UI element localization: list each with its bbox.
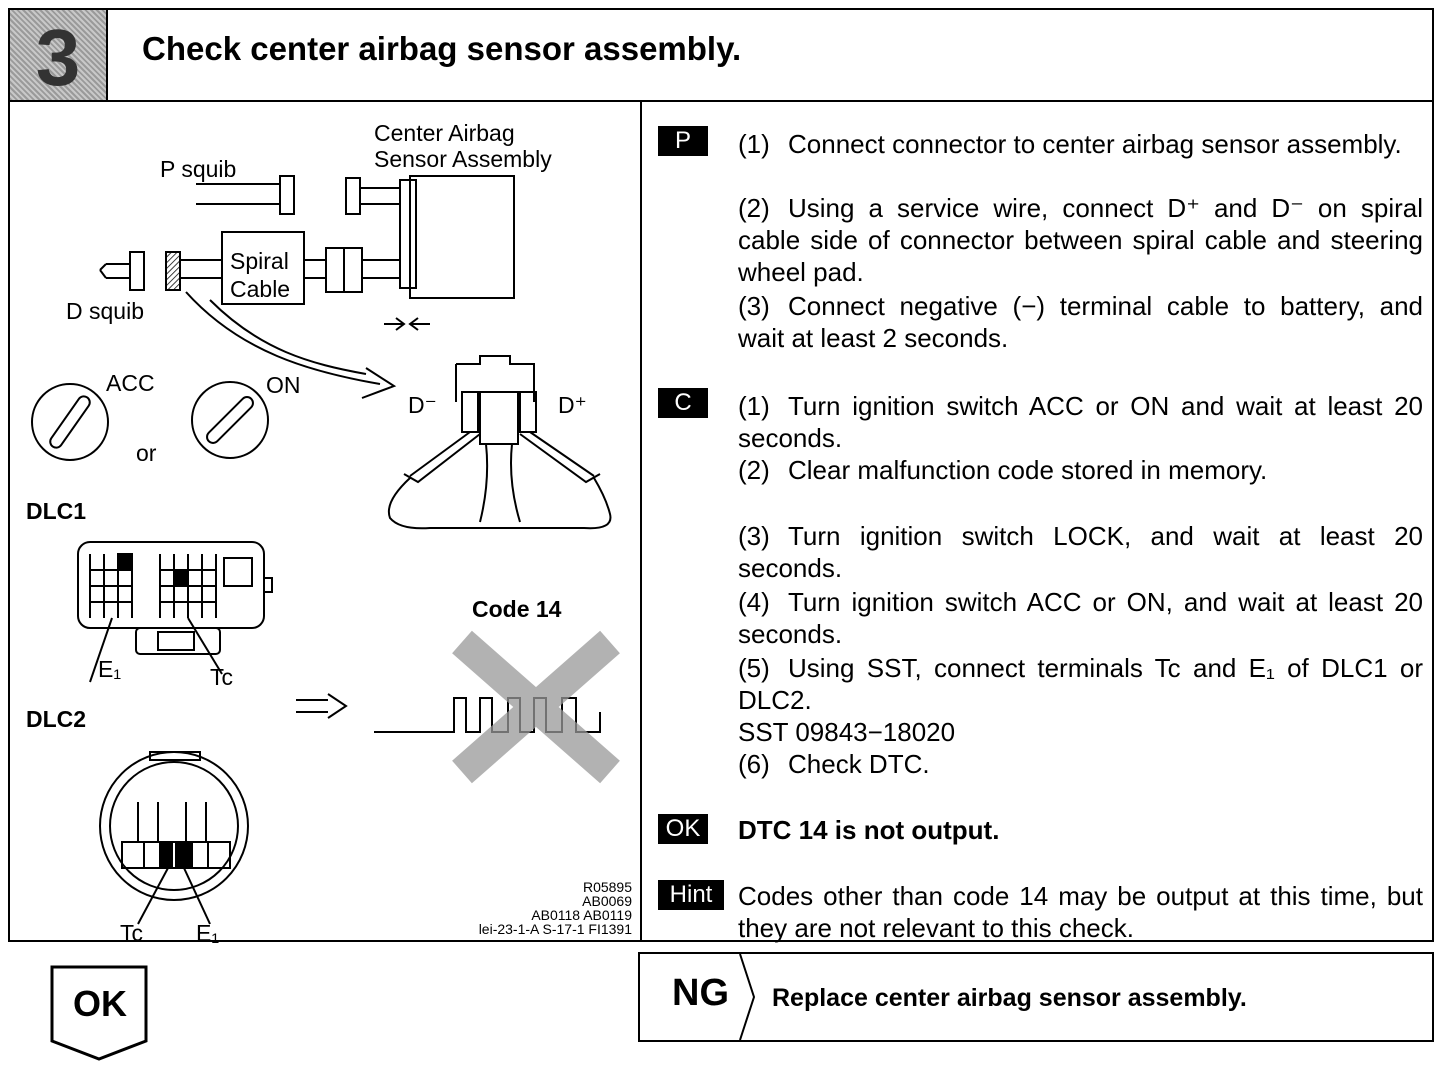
- label-e1-bottom: E₁: [196, 920, 220, 946]
- ng-chevron-icon: [739, 954, 756, 1040]
- c-step-5: (5)Using SST, connect terminals Tc and E…: [738, 652, 1423, 716]
- zoom-arrow-line: [185, 291, 381, 385]
- service-wire-loop: [388, 477, 612, 530]
- sensor-connector-top: [345, 177, 361, 215]
- step-text: Connect negative (−) terminal cable to b…: [738, 291, 1423, 353]
- ng-label: NG: [672, 972, 729, 1014]
- ref-line: AB0069: [582, 893, 632, 909]
- p-step-3: (3)Connect negative (−) terminal cable t…: [738, 290, 1423, 354]
- sst-number: SST 09843−18020: [738, 717, 956, 747]
- step-header: 3 Check center airbag sensor assembly.: [10, 10, 1432, 102]
- c-step-1: (1)Turn ignition switch ACC or ON and wa…: [738, 390, 1423, 454]
- center-airbag-sensor-box: [409, 175, 515, 299]
- step-num: (2): [738, 455, 770, 485]
- step-text: Turn ignition switch ACC or ON and wait …: [738, 391, 1423, 453]
- p-step-1: (1) Connect connector to center airbag se…: [738, 128, 1423, 160]
- d-squib-wire: [99, 263, 130, 279]
- ok-result-label: OK: [73, 983, 127, 1024]
- step-num: (3): [738, 521, 770, 551]
- d-squib-hatched-connector: [165, 251, 181, 291]
- p-tag: P: [658, 126, 708, 156]
- label-acc: ACC: [106, 370, 155, 396]
- ng-action-text: Replace center airbag sensor assembly.: [772, 984, 1247, 1012]
- right-hollow-arrow: [296, 693, 348, 719]
- label-d-plus: D⁺: [558, 392, 587, 418]
- label-d-minus: D⁻: [408, 392, 437, 418]
- d-squib-connector: [129, 251, 145, 291]
- label-spiral: Spiral: [230, 248, 289, 274]
- arrow-left-small: [408, 317, 430, 331]
- acc-switch-circle: [31, 383, 109, 461]
- label-tc-top: Tc: [210, 664, 233, 690]
- e1-pointer-bottom: [183, 867, 211, 925]
- label-dlc1: DLC1: [26, 498, 87, 524]
- label-d-squib: D squib: [66, 298, 144, 324]
- step-num: (1): [738, 391, 770, 421]
- p-step-2: (2)Using a service wire, connect D⁺ and …: [738, 192, 1423, 288]
- p-squib-wire: [196, 183, 280, 205]
- diagram-panel: Center Airbag Sensor Assembly P squib D …: [10, 102, 640, 946]
- ok-result-marker: OK: [50, 965, 150, 1066]
- p-squib-connector: [279, 175, 295, 215]
- on-switch-circle: [191, 381, 269, 459]
- label-sensor-assembly: Sensor Assembly: [374, 146, 552, 172]
- connector-cable: [479, 443, 521, 523]
- crossed-out-mark: [452, 630, 620, 784]
- step-num: (2): [738, 193, 770, 223]
- step-num: (3): [738, 291, 770, 321]
- step-num: (5): [738, 653, 770, 683]
- spiral-cable-box: [221, 231, 305, 305]
- wire-dplus: [519, 431, 601, 484]
- step-text: Turn ignition switch ACC or ON, and wait…: [738, 587, 1423, 649]
- c-step-2: (2) Clear malfunction code stored in memo…: [738, 454, 1423, 486]
- ref-line: AB0118 AB0119: [531, 907, 632, 923]
- hint-text: Codes other than code 14 may be output a…: [738, 881, 1423, 943]
- step-num: (6): [738, 749, 770, 779]
- c-step-4: (4)Turn ignition switch ACC or ON, and w…: [738, 586, 1423, 650]
- step-number: 3: [35, 13, 81, 102]
- label-on: ON: [266, 372, 301, 398]
- label-code-14: Code 14: [472, 596, 562, 622]
- label-p-squib: P squib: [160, 156, 237, 182]
- ref-line: lei-23-1-A S-17-1 FI1391: [478, 921, 632, 937]
- ok-pentagon-shape: [50, 965, 148, 1061]
- ok-text: DTC 14 is not output.: [738, 815, 1000, 845]
- dlc2-outer: [99, 751, 249, 901]
- arrow-right-small: [384, 317, 406, 331]
- zoom-arrow-head: [361, 367, 397, 399]
- tc-pointer-bottom: [137, 867, 169, 925]
- c-tag: C: [658, 388, 708, 418]
- column-divider: [640, 100, 642, 940]
- step-text: Clear malfunction code stored in memory.: [788, 455, 1268, 485]
- label-center-airbag: Center Airbag: [374, 120, 515, 146]
- dplug-body: [455, 355, 535, 402]
- e1-pointer-top: [89, 617, 113, 683]
- step-text: Check DTC.: [788, 749, 930, 779]
- tc-pointer-top: [187, 617, 223, 675]
- step-num: (4): [738, 587, 770, 617]
- step-number-badge: 3: [10, 10, 108, 102]
- label-or: or: [136, 440, 157, 466]
- procedure-panel: P (1) Connect connector to center airbag …: [650, 102, 1430, 943]
- label-dlc2: DLC2: [26, 706, 87, 732]
- step-text: Using SST, connect terminals Tc and E₁ o…: [738, 653, 1423, 715]
- c-step-6: (6) Check DTC.: [738, 748, 1423, 780]
- procedure-frame: 3 Check center airbag sensor assembly.: [8, 8, 1434, 946]
- ref-line: R05895: [582, 879, 632, 895]
- label-tc-bottom: Tc: [120, 920, 143, 946]
- wiring-diagram: [31, 175, 620, 925]
- ok-tag: OK: [658, 814, 708, 844]
- ng-result-box: NG Replace center airbag sensor assembly…: [638, 952, 1434, 1042]
- step-title: Check center airbag sensor assembly.: [142, 30, 742, 67]
- label-e1-top: E₁: [98, 656, 122, 682]
- step-text: Connect connector to center airbag senso…: [788, 129, 1402, 159]
- label-cable: Cable: [230, 276, 291, 302]
- wire-dminus: [403, 431, 481, 484]
- figure-references: R05895 AB0069 AB0118 AB0119 lei-23-1-A S…: [479, 880, 632, 936]
- step-text: Using a service wire, connect D⁺ and D⁻ …: [738, 193, 1423, 287]
- hint-tag: Hint: [658, 880, 724, 910]
- step-text: Turn ignition switch LOCK, and wait at l…: [738, 521, 1423, 583]
- c-step-3: (3)Turn ignition switch LOCK, and wait a…: [738, 520, 1423, 584]
- step-num: (1): [738, 129, 770, 159]
